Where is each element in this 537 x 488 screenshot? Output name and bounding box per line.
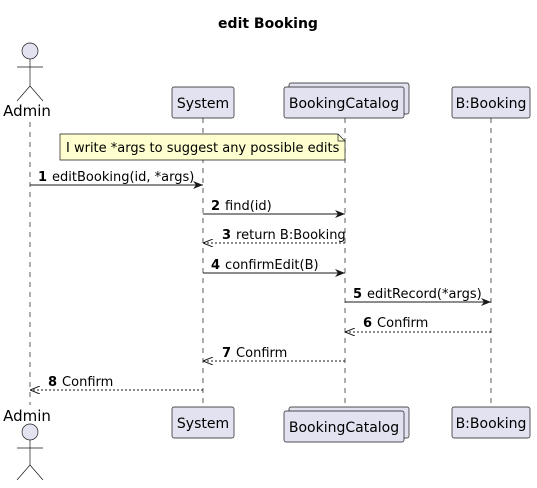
message-label: confirmEdit(B) [225, 258, 319, 273]
message-label: Confirm [377, 316, 428, 331]
message-5: 5 editRecord(*args) [345, 287, 491, 306]
message-number: 6 [363, 316, 372, 331]
message-label: Confirm [236, 346, 287, 361]
participant-system-label: System [177, 96, 229, 112]
message-4: 4 confirmEdit(B) [203, 258, 345, 277]
message-number: 7 [222, 346, 231, 361]
participant-catalog-label: BookingCatalog [289, 96, 399, 112]
actor-admin-top[interactable]: Admin [3, 42, 51, 120]
note-text: I write *args to suggest any possible ed… [66, 141, 340, 156]
participant-catalog-label: BookingCatalog [289, 420, 399, 436]
message-number: 5 [353, 287, 362, 302]
message-label: editBooking(id, *args) [52, 170, 194, 185]
note: I write *args to suggest any possible ed… [59, 133, 346, 161]
participant-booking-bottom[interactable]: B:Booking [451, 406, 531, 439]
message-7: 7 Confirm [203, 346, 345, 361]
actor-admin-label: Admin [3, 102, 51, 120]
message-2: 2 find(id) [203, 199, 345, 218]
participant-catalog-bottom[interactable]: BookingCatalog [283, 406, 410, 443]
message-number: 2 [211, 199, 220, 214]
message-number: 4 [211, 258, 220, 273]
message-number: 1 [38, 170, 47, 185]
message-number: 8 [48, 375, 57, 390]
participant-catalog-top[interactable]: BookingCatalog [283, 82, 410, 119]
message-label: find(id) [225, 199, 272, 214]
actor-admin-label: Admin [3, 407, 51, 425]
actor-head [21, 423, 39, 441]
actor-admin-bottom[interactable]: Admin [3, 407, 51, 481]
message-number: 3 [222, 228, 231, 243]
message-label: Confirm [62, 375, 113, 390]
participant-booking-label: B:Booking [456, 96, 527, 112]
actor-head [21, 42, 39, 60]
message-label: editRecord(*args) [367, 287, 482, 302]
diagram-title: edit Booking [218, 16, 318, 32]
message-3: 3 return B:Booking [203, 228, 346, 243]
message-label: return B:Booking [236, 228, 346, 243]
message-1: 1 editBooking(id, *args) [30, 170, 203, 189]
participant-booking-label: B:Booking [456, 416, 527, 432]
participant-system-label: System [177, 416, 229, 432]
participant-booking-top[interactable]: B:Booking [451, 86, 531, 119]
participant-system-bottom[interactable]: System [171, 406, 235, 439]
message-8: 8 Confirm [30, 375, 203, 390]
participant-system-top[interactable]: System [171, 86, 235, 119]
message-6: 6 Confirm [345, 316, 491, 332]
